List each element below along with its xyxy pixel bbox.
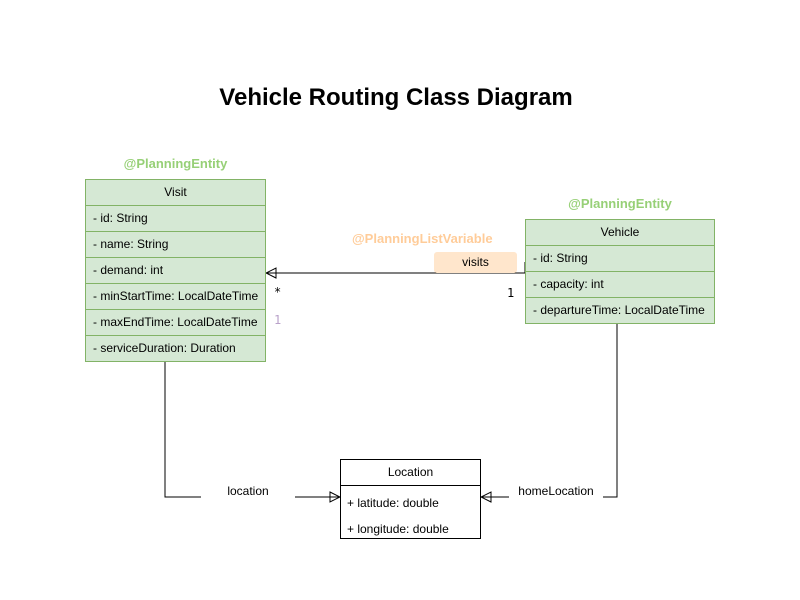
vehicle-planning-entity-annotation: @PlanningEntity [568,196,672,211]
vehicle-class-name: Vehicle [600,225,640,239]
visit-attribute-service-duration: - serviceDuration: Duration [86,335,265,361]
location-attributes: + latitude: double + longitude: double [341,485,480,542]
visit-attribute-id: - id: String [86,205,265,231]
location-attribute-longitude: + longitude: double [347,522,449,536]
visits-index-label: 1 [274,313,282,327]
vehicle-attribute-id: - id: String [526,245,714,271]
location-class-name: Location [387,465,434,479]
visit-attribute-min-start-time: - minStartTime: LocalDateTime [86,283,265,309]
visits-multiplicity-one: 1 [507,286,515,300]
location-edge-label[interactable]: location [201,484,295,498]
visit-class[interactable]: Visit - id: String - name: String - dema… [85,179,266,362]
vehicle-attribute-capacity: - capacity: int [526,271,714,297]
visits-edge-label[interactable]: visits [434,252,517,273]
visit-planning-entity-annotation: @PlanningEntity [123,156,228,171]
diagram-title: Vehicle Routing Class Diagram [219,84,573,111]
location-edge[interactable] [164,361,340,497]
visit-attribute-name: - name: String [86,231,265,257]
visit-class-name: Visit [164,185,187,199]
visit-attribute-max-end-time: - maxEndTime: LocalDateTime [86,309,265,335]
vehicle-attribute-departure-time: - departureTime: LocalDateTime [526,297,714,323]
home-location-edge-label[interactable]: homeLocation [509,484,603,498]
visits-multiplicity-star: * [274,285,282,299]
location-class[interactable]: Location + latitude: double + longitude:… [340,459,481,539]
planning-list-variable-annotation: @PlanningListVariable [352,231,493,246]
visit-attribute-demand: - demand: int [86,257,265,283]
location-attribute-latitude: + latitude: double [347,496,439,510]
vehicle-class[interactable]: Vehicle - id: String - capacity: int - d… [525,219,715,324]
home-location-edge[interactable] [481,323,618,497]
